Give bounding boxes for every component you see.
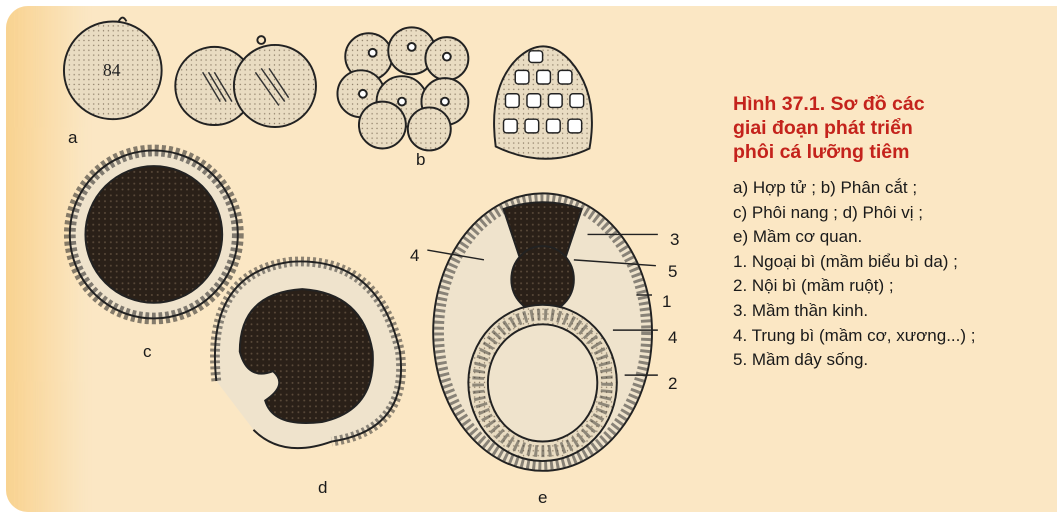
panel-label-b: b xyxy=(416,150,425,170)
title-line: giai đoạn phát triển xyxy=(733,116,1053,140)
panel-label-d: d xyxy=(318,478,327,498)
legend-line: 3. Mầm thần kinh. xyxy=(733,299,1053,324)
svg-text:84: 84 xyxy=(103,60,121,80)
legend-line: 1. Ngoại bì (mầm biểu bì da) ; xyxy=(733,250,1053,275)
title-line: phôi cá lưỡng tiêm xyxy=(733,140,1053,164)
figure-legend: a) Hợp tử ; b) Phân cắt ; c) Phôi nang ;… xyxy=(733,176,1053,373)
gastrula xyxy=(215,261,401,448)
callout-4-right: 4 xyxy=(668,328,677,348)
callout-2: 2 xyxy=(668,374,677,394)
zygote-cell: 84 xyxy=(64,18,162,120)
legend-line: c) Phôi nang ; d) Phôi vị ; xyxy=(733,201,1053,226)
two-cell-stage xyxy=(175,36,316,127)
legend-line: 2. Nội bì (mầm ruột) ; xyxy=(733,274,1053,299)
legend-line: a) Hợp tử ; b) Phân cắt ; xyxy=(733,176,1053,201)
callout-3: 3 xyxy=(670,230,679,250)
title-line: Hình 37.1. Sơ đồ các xyxy=(733,92,1053,116)
panel-label-c: c xyxy=(143,342,152,362)
blastula xyxy=(70,150,238,318)
callout-5: 5 xyxy=(668,262,677,282)
morula xyxy=(494,46,592,158)
legend-line: e) Mầm cơ quan. xyxy=(733,225,1053,250)
legend-line: 5. Mầm dây sống. xyxy=(733,348,1053,373)
callout-1: 1 xyxy=(662,292,671,312)
figure-title: Hình 37.1. Sơ đồ các giai đoạn phát triể… xyxy=(733,92,1053,164)
cleavage-cluster xyxy=(337,27,468,150)
legend-line: 4. Trung bì (mầm cơ, xương...) ; xyxy=(733,324,1053,349)
callout-4-left: 4 xyxy=(410,246,419,266)
panel-label-a: a xyxy=(68,128,77,148)
figure-caption: Hình 37.1. Sơ đồ các giai đoạn phát triể… xyxy=(733,92,1053,373)
panel-label-e: e xyxy=(538,488,547,508)
